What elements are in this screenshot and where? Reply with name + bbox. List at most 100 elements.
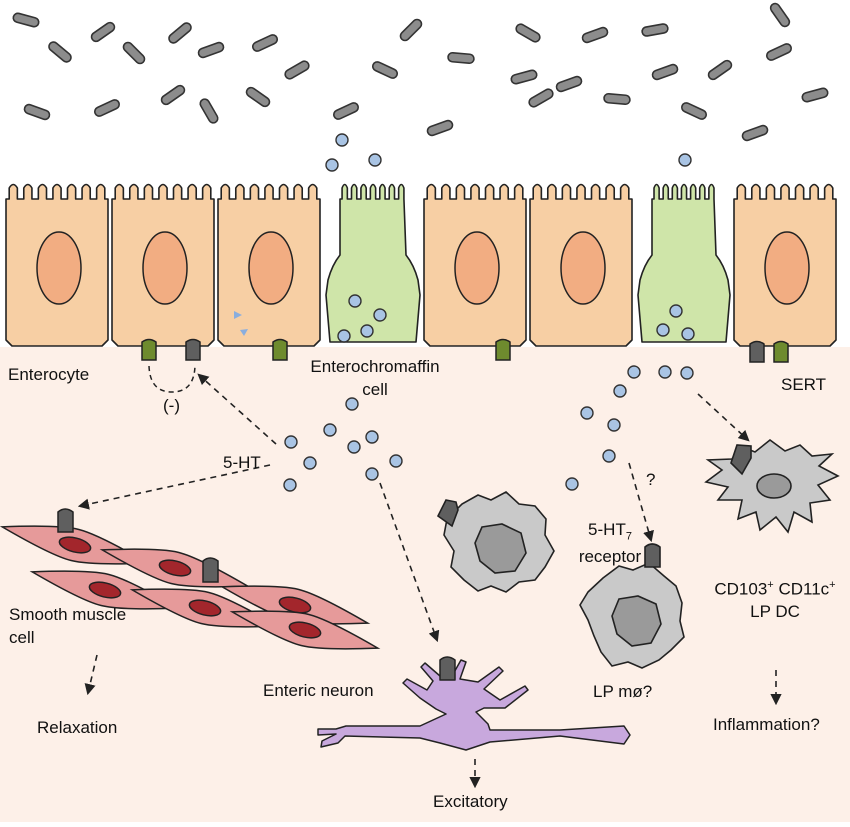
inhibition-label: (-) bbox=[163, 396, 180, 415]
arrow-to-neuron bbox=[379, 482, 440, 643]
bacteria-icon bbox=[555, 75, 583, 93]
serotonin-molecule-icon bbox=[368, 153, 382, 167]
dendritic-cell-label: CD103+ CD11c+ LP DC bbox=[690, 575, 850, 622]
bacteria-icon bbox=[122, 41, 146, 65]
dendritic-cell-icon bbox=[704, 438, 840, 534]
ht7-receptor-label: 5-HT7 receptor bbox=[550, 520, 670, 567]
serotonin-molecule-icon bbox=[658, 365, 672, 379]
bacteria-icon bbox=[93, 99, 121, 117]
bacteria-icon bbox=[515, 23, 541, 43]
enteric-neuron-label: Enteric neuron bbox=[263, 681, 374, 700]
ht7-receptor-label-line1: 5-HT7 bbox=[550, 520, 670, 546]
neuron-icon bbox=[317, 656, 631, 751]
bacteria-icon bbox=[160, 84, 186, 106]
question-label: ? bbox=[646, 470, 656, 489]
serotonin-molecule-icon bbox=[347, 440, 361, 454]
serotonin-molecule-icon bbox=[284, 435, 298, 449]
serotonin-molecule-icon bbox=[389, 454, 403, 468]
bacteria-icon bbox=[168, 22, 192, 44]
nucleus bbox=[36, 231, 82, 305]
smooth-muscle-label: Smooth muscle cell bbox=[9, 605, 126, 648]
excitatory-label: Excitatory bbox=[433, 792, 508, 811]
serotonin-molecule-icon bbox=[669, 304, 683, 318]
receptor-icon bbox=[141, 338, 157, 361]
bacteria-icon bbox=[765, 43, 793, 61]
enterochromaffin-cell bbox=[637, 183, 731, 343]
macrophage-icon bbox=[436, 491, 555, 593]
bacteria-icon bbox=[603, 92, 631, 106]
bacteria-icon bbox=[581, 26, 609, 44]
bacteria-icon bbox=[641, 23, 669, 37]
inflammation-label: Inflammation? bbox=[713, 715, 820, 734]
smooth-muscle-label-line2: cell bbox=[9, 628, 35, 647]
receptor-icon bbox=[272, 338, 288, 361]
bacteria-icon bbox=[769, 2, 791, 28]
inhibition-arc bbox=[148, 365, 196, 393]
receptor-icon bbox=[185, 338, 201, 361]
nucleus bbox=[142, 231, 188, 305]
bacteria-icon bbox=[90, 21, 116, 43]
serotonin-molecule-icon bbox=[283, 478, 297, 492]
dendritic-cell-label-line1: CD103+ CD11c+ bbox=[714, 579, 836, 599]
bacteria-icon bbox=[510, 69, 538, 85]
smooth-muscle-cell-icon bbox=[229, 610, 381, 650]
serotonin-molecule-icon bbox=[656, 323, 670, 337]
serotonin-molecule-icon bbox=[345, 397, 359, 411]
receptor-icon bbox=[439, 656, 456, 681]
bacteria-icon bbox=[251, 34, 279, 52]
bacteria-icon bbox=[426, 119, 454, 137]
serotonin-molecule-icon bbox=[365, 430, 379, 444]
serotonin-molecule-icon bbox=[373, 308, 387, 322]
bacteria-icon bbox=[23, 103, 51, 121]
serotonin-molecule-icon bbox=[680, 366, 694, 380]
macrophage-icon bbox=[579, 543, 685, 669]
lamina-propria bbox=[0, 347, 850, 822]
bacteria-icon bbox=[197, 41, 225, 59]
nucleus bbox=[454, 231, 500, 305]
bacteria-icon bbox=[399, 18, 423, 42]
serotonin-molecule-icon bbox=[602, 449, 616, 463]
enterochromaffin-cell bbox=[325, 183, 421, 343]
serotonin-molecule-icon bbox=[613, 384, 627, 398]
serotonin-molecule-icon bbox=[365, 467, 379, 481]
bacteria-icon bbox=[741, 124, 769, 142]
epithelium bbox=[5, 183, 837, 347]
serotonin-molecule-icon bbox=[580, 406, 594, 420]
bacteria-icon bbox=[245, 86, 271, 108]
serotonin-molecule-icon bbox=[335, 133, 349, 147]
enterochromaffin-label: Enterochromaffin cell bbox=[305, 357, 445, 400]
vesicle-icon bbox=[234, 311, 242, 319]
bacteria-icon bbox=[48, 41, 72, 63]
receptor-icon bbox=[644, 543, 661, 568]
bacteria-icon bbox=[801, 87, 829, 103]
receptor-icon bbox=[436, 499, 459, 528]
receptor-icon bbox=[730, 444, 752, 476]
bacteria-icon bbox=[447, 51, 475, 65]
bacteria-icon bbox=[199, 98, 219, 124]
vesicle-icon bbox=[240, 329, 248, 336]
receptor-icon bbox=[749, 340, 765, 363]
enterocyte-label: Enterocyte bbox=[8, 365, 90, 384]
bacteria-icon bbox=[371, 61, 399, 79]
serotonin-molecule-icon bbox=[303, 456, 317, 470]
bacteria-icon bbox=[284, 60, 310, 80]
nucleus bbox=[248, 231, 294, 305]
serotonin-label: 5-HT bbox=[223, 453, 261, 472]
nucleus bbox=[560, 231, 606, 305]
serotonin-molecule-icon bbox=[325, 158, 339, 172]
epithelial-receptors bbox=[141, 338, 789, 363]
receptor-icon bbox=[773, 340, 789, 363]
arrow-to-dendritic-cell bbox=[697, 393, 750, 442]
serotonin-molecule-icon bbox=[337, 329, 351, 343]
bacteria-icon bbox=[528, 88, 554, 108]
enterochromaffin-label-line1: Enterochromaffin bbox=[310, 357, 440, 376]
nucleus bbox=[764, 231, 810, 305]
serotonin-molecules bbox=[283, 133, 695, 492]
serotonin-molecule-icon bbox=[607, 418, 621, 432]
ht7-receptor-label-line2: receptor bbox=[578, 547, 642, 567]
bacteria-icon bbox=[707, 59, 733, 81]
ht7-prefix: 5-HT bbox=[588, 520, 626, 539]
bacteria-icon bbox=[332, 102, 360, 120]
